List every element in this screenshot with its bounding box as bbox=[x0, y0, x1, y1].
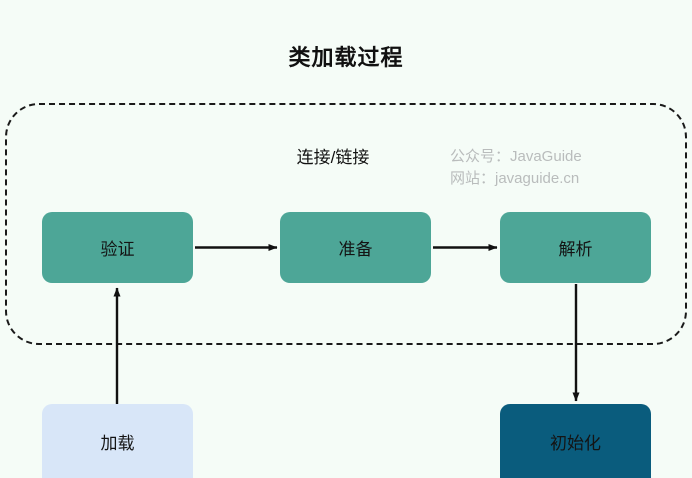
node-init[interactable]: 初始化 bbox=[500, 404, 651, 478]
node-verify-label: 验证 bbox=[100, 240, 135, 259]
watermark: 公众号：JavaGuide 网站：javaguide.cn bbox=[450, 146, 582, 190]
node-init-label: 初始化 bbox=[550, 433, 601, 453]
node-verify[interactable]: 验证 bbox=[42, 212, 193, 283]
page-title: 类加载过程 bbox=[288, 45, 404, 70]
watermark-line-2: 网站：javaguide.cn bbox=[450, 170, 580, 187]
node-resolve-label: 解析 bbox=[558, 240, 593, 259]
linking-phase-group bbox=[5, 103, 687, 345]
watermark-line-1: 公众号：JavaGuide bbox=[450, 148, 582, 165]
node-prepare-label: 准备 bbox=[338, 240, 373, 259]
node-resolve[interactable]: 解析 bbox=[500, 212, 651, 283]
linking-phase-label: 连接/链接 bbox=[296, 148, 370, 167]
node-load-label: 加载 bbox=[100, 433, 135, 453]
node-load[interactable]: 加载 bbox=[42, 404, 193, 478]
node-prepare[interactable]: 准备 bbox=[280, 212, 431, 283]
